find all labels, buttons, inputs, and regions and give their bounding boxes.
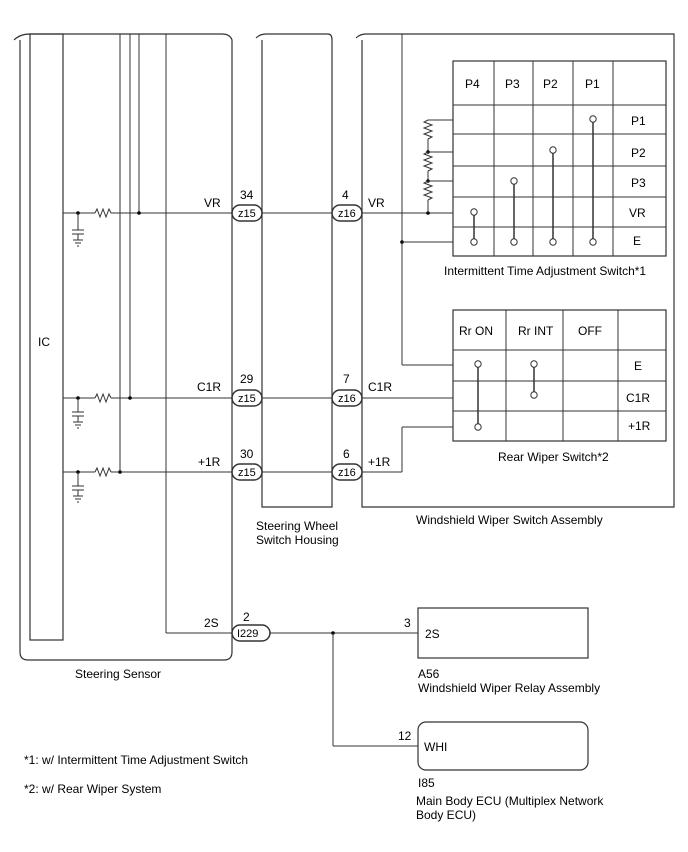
housing-caption-line2: Switch Housing <box>256 533 339 547</box>
housing-caption-line1: Steering Wheel <box>256 519 338 533</box>
rear-col-2: OFF <box>578 324 602 338</box>
sensor-signal-2s: 2S <box>204 616 219 630</box>
intermittent-col-1: P3 <box>505 77 520 91</box>
rear-row-0: E <box>634 359 642 373</box>
connector-z16-vr: z16 <box>338 208 356 220</box>
intermittent-row-4: E <box>633 234 641 248</box>
wiper-assembly-caption: Windshield Wiper Switch Assembly <box>416 513 603 527</box>
steering-sensor-caption: Steering Sensor <box>75 667 161 681</box>
intermittent-switch-table: P4 P3 P2 P1 P1 P2 P3 VR E <box>452 60 667 257</box>
wiper-switch-assembly-outline <box>355 33 675 508</box>
relay-code: A56 <box>418 667 440 681</box>
intermittent-col-0: P4 <box>465 77 480 91</box>
intermittent-col-3: P1 <box>585 77 600 91</box>
assembly-signal-c1r: C1R <box>368 380 392 394</box>
pin-i229: 2 <box>243 610 250 624</box>
intermittent-row-3: VR <box>629 206 646 220</box>
connector-z15-c1r: z15 <box>238 393 256 405</box>
sensor-signal-c1r: C1R <box>197 380 221 394</box>
body-ecu-signal: WHI <box>424 740 447 754</box>
assembly-signal-vr: VR <box>368 196 385 210</box>
pin-z16-vr: 4 <box>342 188 349 202</box>
ic-label: IC <box>38 335 50 349</box>
assembly-signal-p1r: +1R <box>368 455 391 469</box>
relay-name: Windshield Wiper Relay Assembly <box>418 681 600 695</box>
intermittent-row-0: P1 <box>631 114 646 128</box>
rear-wiper-switch-table: Rr ON Rr INT OFF E C1R +1R <box>452 309 667 442</box>
body-ecu-box <box>417 721 589 771</box>
pin-z15-c1r: 29 <box>240 372 254 386</box>
rear-row-1: C1R <box>626 391 650 405</box>
rear-wiper-switch-caption: Rear Wiper Switch*2 <box>498 450 609 464</box>
sensor-signal-vr: VR <box>204 196 221 210</box>
pin-z15-vr: 34 <box>240 188 254 202</box>
rear-col-1: Rr INT <box>518 324 554 338</box>
connector-i229: I229 <box>237 628 258 640</box>
intermittent-col-2: P2 <box>543 77 558 91</box>
ic-block <box>29 33 64 641</box>
intermittent-row-2: P3 <box>631 176 646 190</box>
connector-z16-c1r: z16 <box>338 393 356 405</box>
pin-z16-c1r: 7 <box>343 372 350 386</box>
body-ecu-pin: 12 <box>398 729 412 743</box>
pin-z16-p1r: 6 <box>343 447 350 461</box>
connector-z16-p1r: z16 <box>338 467 356 479</box>
steering-wheel-housing-outline <box>255 33 333 508</box>
rear-row-2: +1R <box>628 419 651 433</box>
relay-signal: 2S <box>425 627 440 641</box>
body-ecu-name-line1: Main Body ECU (Multiplex Network <box>416 794 604 808</box>
rear-col-0: Rr ON <box>459 324 493 338</box>
note-1: *1: w/ Intermittent Time Adjustment Swit… <box>24 753 248 767</box>
pin-z15-p1r: 30 <box>240 447 254 461</box>
relay-pin: 3 <box>404 616 411 630</box>
intermittent-row-1: P2 <box>631 146 646 160</box>
connector-z15-vr: z15 <box>238 208 256 220</box>
body-ecu-name-line2: Body ECU) <box>416 808 476 822</box>
relay-box <box>417 607 589 659</box>
steering-sensor-outline <box>13 33 233 661</box>
intermittent-switch-caption: Intermittent Time Adjustment Switch*1 <box>444 264 646 278</box>
body-ecu-code: I85 <box>418 776 435 790</box>
note-2: *2: w/ Rear Wiper System <box>24 782 161 796</box>
connector-z15-p1r: z15 <box>238 467 256 479</box>
sensor-signal-p1r: +1R <box>198 455 221 469</box>
